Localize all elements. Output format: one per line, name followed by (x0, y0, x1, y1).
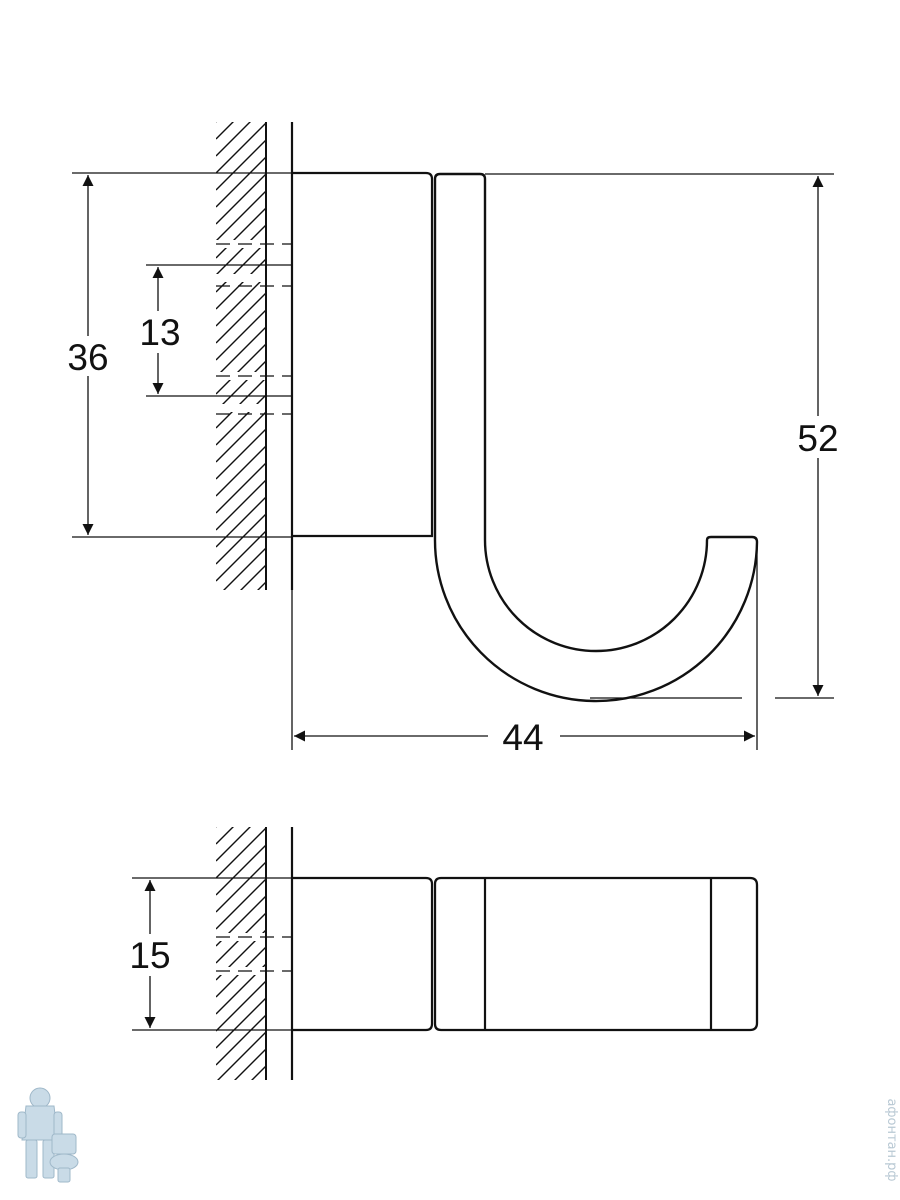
hatch-line (216, 878, 267, 930)
hatch-line (216, 122, 267, 174)
hatch-line (216, 122, 234, 140)
hatch-line (216, 377, 267, 429)
hatch-line (216, 1100, 266, 1150)
hatch-line (216, 394, 267, 446)
hatch-line (216, 122, 217, 123)
hook-top (433, 876, 759, 1032)
hatch-line (216, 224, 267, 276)
hatch-line (216, 156, 267, 208)
hatch-line (216, 980, 267, 1032)
wall-section-bottom (216, 827, 292, 1167)
hatch-line (216, 827, 267, 879)
hatch-line (216, 207, 267, 259)
hatch-line (216, 844, 267, 896)
hatch-line (216, 599, 266, 649)
hatch-line (216, 173, 267, 225)
hatch-line (216, 1014, 267, 1066)
hatch-line (216, 530, 267, 582)
plumber-logo (17, 1087, 79, 1183)
hatch-line (216, 326, 267, 378)
side-view (60, 122, 846, 756)
label-screw-spacing: 13 (139, 312, 180, 353)
hatch-line (216, 122, 251, 157)
hatch-line (251, 1065, 267, 1080)
hatch-line (216, 190, 267, 242)
hatch-line (216, 1083, 266, 1133)
label-total-depth: 44 (502, 717, 543, 758)
top-view (122, 827, 759, 1167)
wall-section-top (216, 122, 292, 683)
hatch-line (216, 616, 266, 666)
hatch-line (216, 360, 267, 412)
hatch-line (216, 479, 267, 531)
hatch-line (240, 564, 267, 590)
hatch-line (216, 258, 267, 310)
hatch-line (216, 861, 267, 913)
hatch-line (216, 1117, 266, 1167)
label-total-height: 52 (797, 418, 838, 459)
hatch-line (216, 343, 267, 395)
hook-profile (433, 172, 759, 703)
mount-block (292, 171, 434, 538)
hatch-line (216, 827, 217, 828)
hatch-line (216, 292, 267, 344)
hatch-line (216, 827, 234, 845)
hatch-line (216, 633, 266, 683)
label-width: 15 (129, 935, 170, 976)
hatch-line (216, 827, 251, 862)
watermark-text: афонтан.рф (884, 1098, 899, 1181)
hatch-line (216, 241, 267, 293)
hatch-line (216, 462, 267, 514)
hatch-line (216, 275, 267, 327)
hatch-line (216, 513, 267, 565)
label-mount-height: 36 (67, 337, 108, 378)
hatch-line (217, 1031, 267, 1080)
hatch-line (216, 445, 267, 497)
hatch-line (234, 1048, 267, 1080)
hatch-line (216, 411, 267, 463)
hatch-line (216, 496, 267, 548)
hatch-line (216, 997, 267, 1049)
hatch-line (216, 428, 267, 480)
mount-block-top (292, 876, 434, 1032)
dimension-total-height (485, 173, 834, 699)
hatch-line (216, 139, 267, 191)
hatch-line (216, 309, 267, 361)
hatch-line (223, 547, 267, 590)
